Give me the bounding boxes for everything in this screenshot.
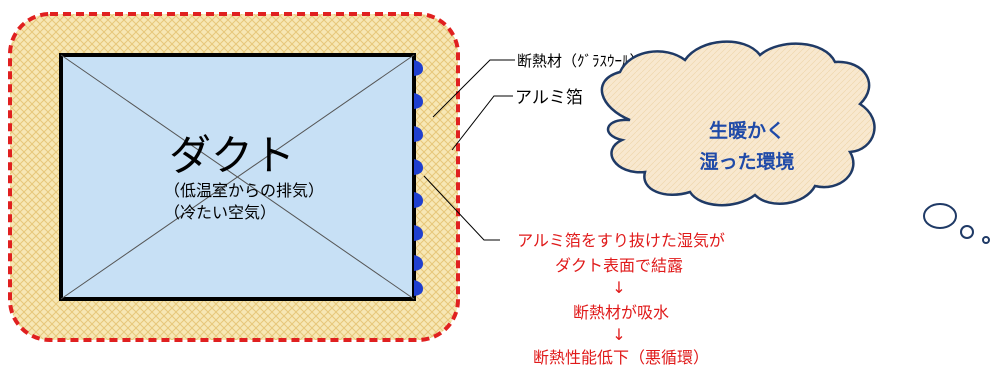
duct-subtitle-cold-air: （冷たい空気）	[164, 203, 276, 222]
thought-bubble-medium	[960, 225, 974, 239]
droplet	[414, 192, 423, 208]
duct-subtitle-exhaust: （低温室からの排気）	[164, 181, 324, 200]
droplet	[414, 255, 423, 271]
droplet	[414, 280, 423, 296]
consequence-arrow-1: ↓	[612, 278, 625, 297]
cloud-line-1: 生暖かく	[709, 119, 785, 142]
consequence-line-4: 断熱性能低下（悪循環）	[533, 348, 709, 367]
droplet	[414, 159, 423, 175]
cloud-line-2: 湿った環境	[699, 150, 794, 173]
consequence-leader-line	[423, 175, 500, 241]
insulation-label: 断熱材（ｸﾞﾗｽｳｰﾙ）	[517, 52, 645, 70]
foil-leader-line	[451, 95, 513, 151]
thought-bubble-large	[923, 203, 957, 229]
foil-label: アルミ箔	[515, 88, 583, 108]
droplet	[414, 60, 423, 76]
consequence-line-3: 断熱材が吸水	[573, 303, 669, 322]
droplet	[414, 126, 423, 142]
consequence-arrow-2: ↓	[612, 325, 625, 344]
condensation-droplets	[414, 60, 423, 296]
consequence-line-1: アルミ箔をすり抜けた湿気が	[517, 231, 725, 250]
duct-title: ダクト	[169, 131, 295, 180]
droplet	[414, 93, 423, 109]
consequence-line-2: ダクト表面で結露	[555, 256, 683, 275]
consequence-text-block: アルミ箔をすり抜けた湿気が ダクト表面で結露 ↓ 断熱材が吸水 ↓ 断熱性能低下…	[517, 231, 725, 367]
droplet	[414, 225, 423, 241]
thought-bubble-small	[982, 236, 990, 244]
insulation-leader-line	[432, 59, 515, 118]
aluminum-foil-outline	[8, 12, 460, 342]
thought-cloud	[600, 40, 876, 207]
duct-diagonal-2	[60, 54, 415, 300]
